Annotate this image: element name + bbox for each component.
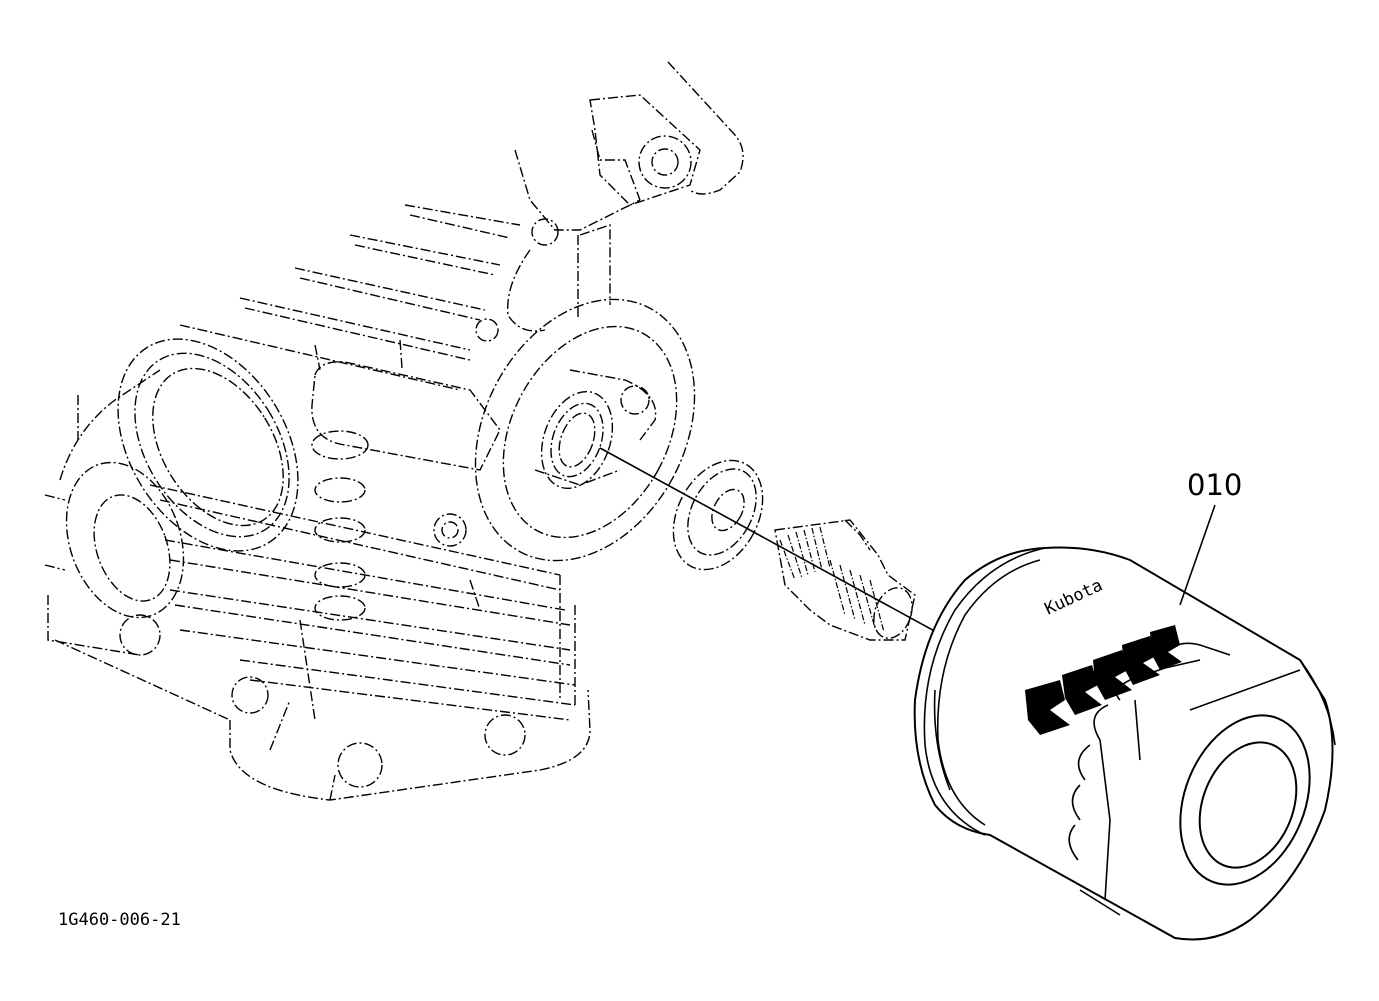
figure-code: 1G460-006-21 [58,910,181,930]
engine-block-outline [44,61,744,801]
axis-center-line [599,447,961,646]
callout-leader-line [1179,504,1216,606]
oil-filter-cartridge: Kubota [913,546,1336,941]
gasket [672,459,764,571]
threaded-nipple [774,519,916,641]
part-number-label: 010 [1187,468,1242,502]
